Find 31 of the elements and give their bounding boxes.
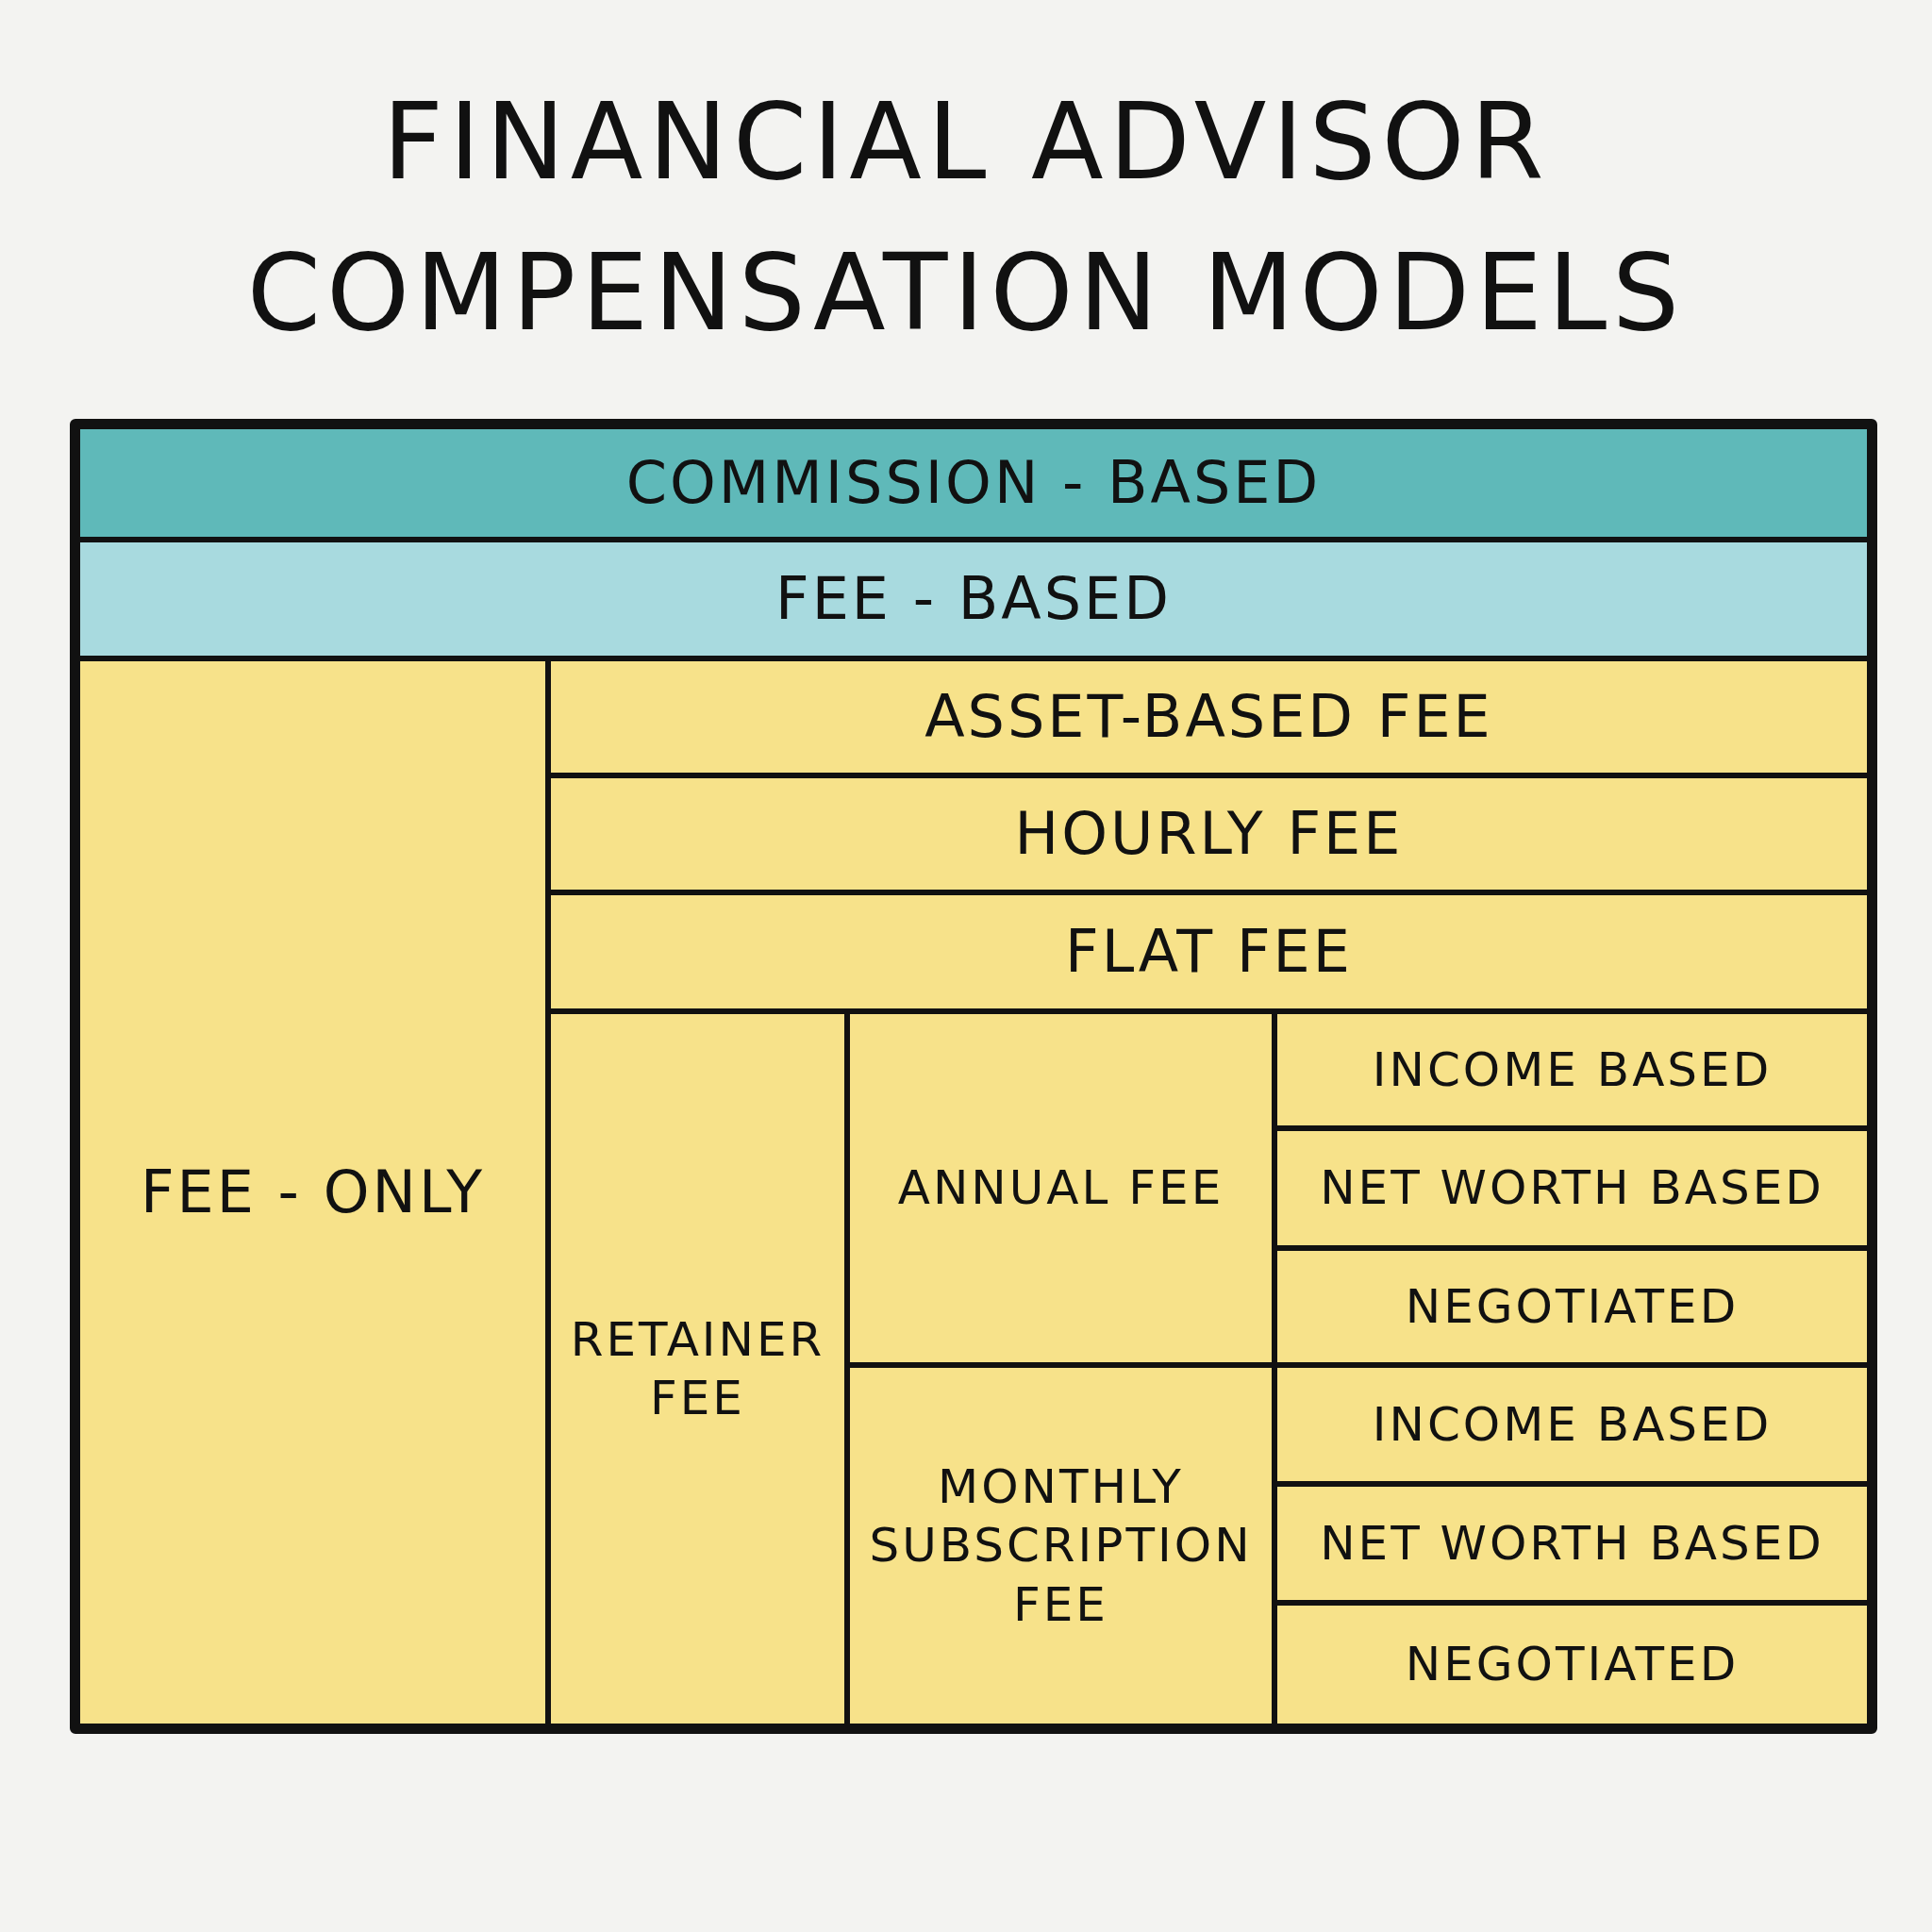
category-label: ANNUAL FEE [896, 1159, 1225, 1218]
category-band [1274, 1128, 1870, 1248]
category-label: COMMISSION - BASED [625, 447, 1323, 520]
category-band [1274, 1603, 1870, 1726]
category-label: NET WORTH BASED [1319, 1159, 1825, 1218]
category-label: HOURLY FEE [1013, 798, 1405, 871]
category-band [847, 1365, 1274, 1726]
category-label: NET WORTH BASED [1319, 1514, 1825, 1573]
category-label: NEGOTIATED [1404, 1636, 1740, 1694]
category-band [1274, 1365, 1870, 1484]
category-label: FEE - ONLY [139, 1157, 487, 1229]
category-band [1274, 1011, 1870, 1128]
category-band [1274, 1248, 1870, 1365]
category-band [77, 540, 1870, 658]
category-label: FEE - BASED [774, 563, 1173, 636]
category-band [1274, 1484, 1870, 1603]
category-label: ASSET-BASED FEE [924, 681, 1494, 754]
category-band [77, 426, 1870, 540]
category-band [847, 1011, 1274, 1365]
category-band [548, 658, 1870, 775]
category-band [548, 1011, 847, 1726]
category-label: NEGOTIATED [1404, 1277, 1740, 1336]
category-label: RETAINER FEE [569, 1310, 826, 1427]
category-band [77, 658, 548, 1726]
category-label: FLAT FEE [1064, 916, 1354, 989]
category-band [548, 775, 1870, 892]
category-label: INCOME BASED [1371, 1041, 1774, 1099]
category-label: MONTHLY SUBSCRIPTION FEE [868, 1457, 1254, 1634]
category-label: INCOME BASED [1371, 1395, 1774, 1454]
category-band [548, 892, 1870, 1011]
title: FINANCIAL ADVISOR COMPENSATION MODELS [245, 79, 1687, 356]
